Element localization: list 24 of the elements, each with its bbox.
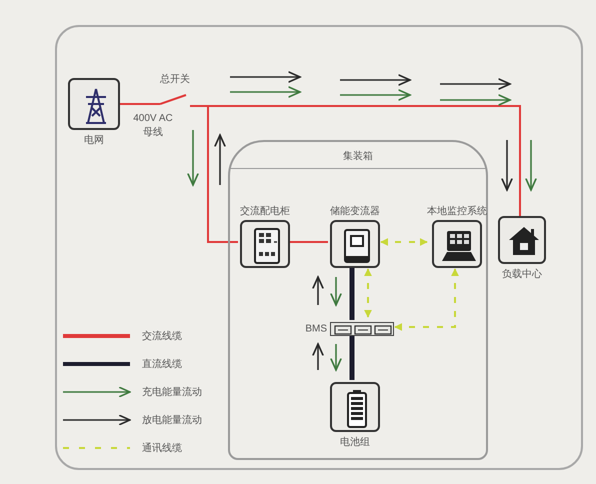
container-box [228, 140, 488, 460]
node-label: BMS [305, 322, 327, 336]
cable-line [288, 241, 328, 243]
cable-line [120, 103, 160, 105]
cable-line [350, 334, 354, 380]
communication-line [380, 238, 428, 246]
container-heading: 集装箱 [342, 150, 374, 164]
legend-label: 交流线缆 [142, 330, 182, 344]
legend-label: 通讯线缆 [142, 442, 182, 456]
node-label: 总开关 [160, 72, 190, 87]
bus-label: 400V AC 母线 [132, 112, 174, 140]
legend-label: 充电能量流动 [142, 386, 202, 400]
legend-label: 放电能量流动 [142, 414, 202, 428]
node-label: 交流配电柜 [240, 204, 290, 219]
node-label: 电网 [84, 134, 104, 148]
node-label: 负载中心 [502, 268, 542, 282]
node-label: 本地监控系统 [427, 204, 487, 219]
cable-line [190, 105, 521, 216]
cable-line [350, 266, 354, 320]
communication-line [394, 268, 459, 331]
node-label: 电池组 [340, 436, 370, 450]
legend-label: 直流线缆 [142, 358, 182, 372]
node-label: 储能变流器 [330, 204, 380, 219]
communication-line [364, 268, 372, 318]
